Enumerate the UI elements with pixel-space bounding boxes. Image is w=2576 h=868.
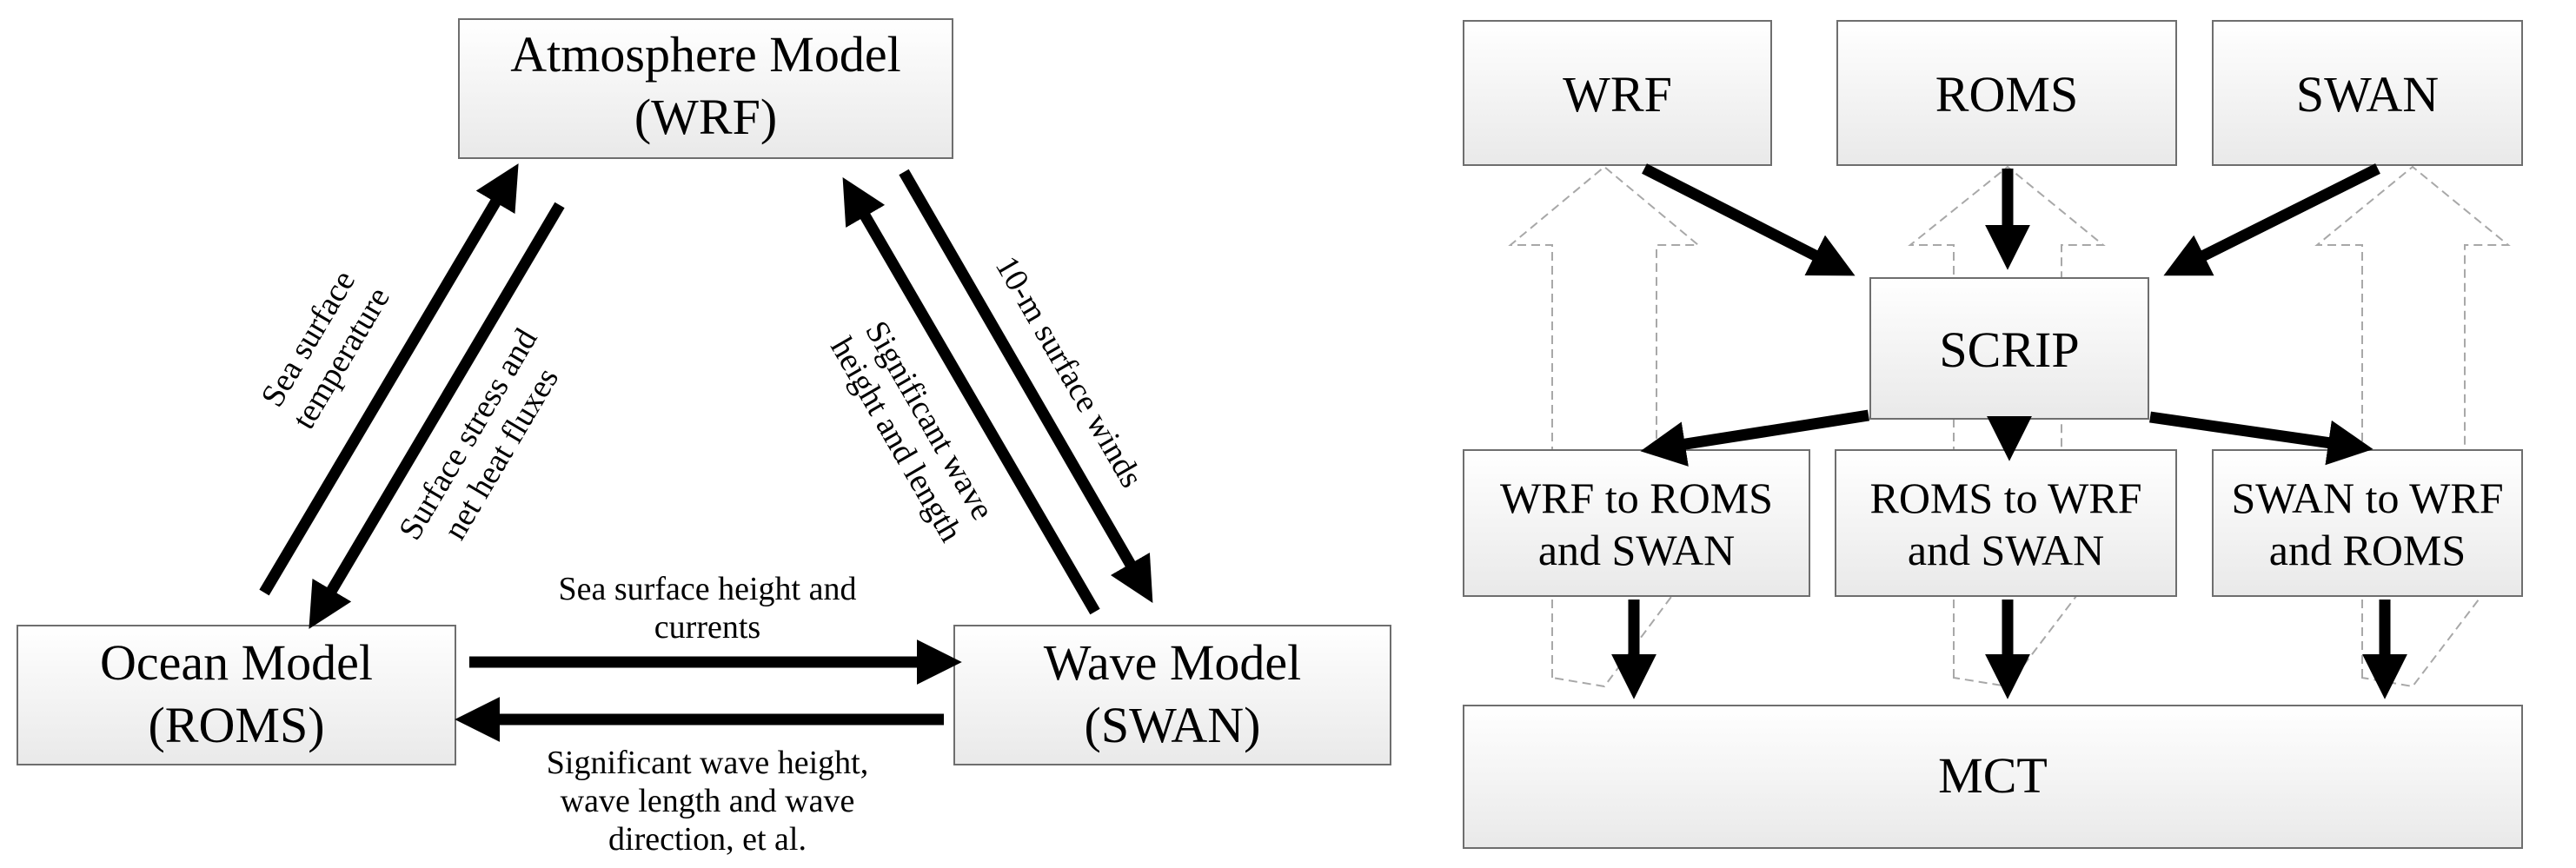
roms-to-wrf-swan-box: ROMS to WRF and SWAN <box>1835 449 2177 597</box>
ocean-model-box: Ocean Model (ROMS) <box>17 625 456 765</box>
atmosphere-model-box: Atmosphere Model (WRF) <box>458 18 953 159</box>
label-ssh-line2: currents <box>654 609 760 646</box>
swan-label: SWAN <box>2296 66 2439 123</box>
mct-box: MCT <box>1463 705 2523 849</box>
hollow-arrow-wrf <box>1508 165 1703 688</box>
right-panel: WRF ROMS SWAN SCRIP WRF to ROMS and SWAN… <box>1463 20 2523 849</box>
wrf-box: WRF <box>1463 20 1772 166</box>
label-wavedir-line1: Significant wave height, <box>547 745 868 781</box>
svg-text:and SWAN: and SWAN <box>1908 526 2104 574</box>
svg-text:WRF to ROMS: WRF to ROMS <box>1500 474 1773 522</box>
mct-label: MCT <box>1938 747 2048 804</box>
arrow-atmosphere-to-ocean <box>309 202 565 629</box>
arrow-wave-to-atmosphere <box>842 177 1100 615</box>
wave-model-box: Wave Model (SWAN) <box>953 625 1391 765</box>
label-wavedir-line2: wave length and wave <box>561 783 855 819</box>
ocean-model-subtitle: (ROMS) <box>148 697 324 753</box>
svg-text:and ROMS: and ROMS <box>2269 526 2466 574</box>
atmosphere-model-subtitle: (WRF) <box>634 89 777 145</box>
wrf-label: WRF <box>1563 66 1672 123</box>
label-ssh-line1: Sea surface height and <box>559 571 857 607</box>
scrip-box: SCRIP <box>1869 277 2149 420</box>
left-panel: Atmosphere Model (WRF) Ocean Model (ROMS… <box>17 18 1391 858</box>
svg-text:ROMS to WRF: ROMS to WRF <box>1869 474 2141 522</box>
swan-to-wrf-roms-box: SWAN to WRF and ROMS <box>2212 449 2523 597</box>
arrow-ocean-to-atmosphere <box>259 163 519 596</box>
swan-box: SWAN <box>2212 20 2523 166</box>
arrow-scrip-to-swan-to <box>2149 411 2374 466</box>
roms-box: ROMS <box>1836 20 2177 166</box>
arrow-atmosphere-to-wave <box>899 169 1153 604</box>
ocean-model-title: Ocean Model <box>100 634 373 691</box>
arrow-scrip-to-wrf-to <box>1640 409 1870 467</box>
scrip-label: SCRIP <box>1939 321 2079 378</box>
arrow-swan-to-scrip <box>2163 163 2380 276</box>
arrow-wrf-to-scrip <box>1642 163 1856 276</box>
wave-model-title: Wave Model <box>1044 634 1302 691</box>
hollow-arrow-swan <box>2314 165 2514 688</box>
svg-text:SWAN to WRF: SWAN to WRF <box>2231 474 2503 522</box>
svg-text:and SWAN: and SWAN <box>1538 526 1735 574</box>
wrf-to-roms-swan-box: WRF to ROMS and SWAN <box>1463 449 1810 597</box>
label-wavedir-line3: direction, et al. <box>608 821 807 858</box>
wave-model-subtitle: (SWAN) <box>1085 697 1261 753</box>
atmosphere-model-title: Atmosphere Model <box>510 26 900 83</box>
roms-label: ROMS <box>1935 66 2078 123</box>
label-significant-wave-height-length: Significant wave height and length <box>823 315 1001 547</box>
